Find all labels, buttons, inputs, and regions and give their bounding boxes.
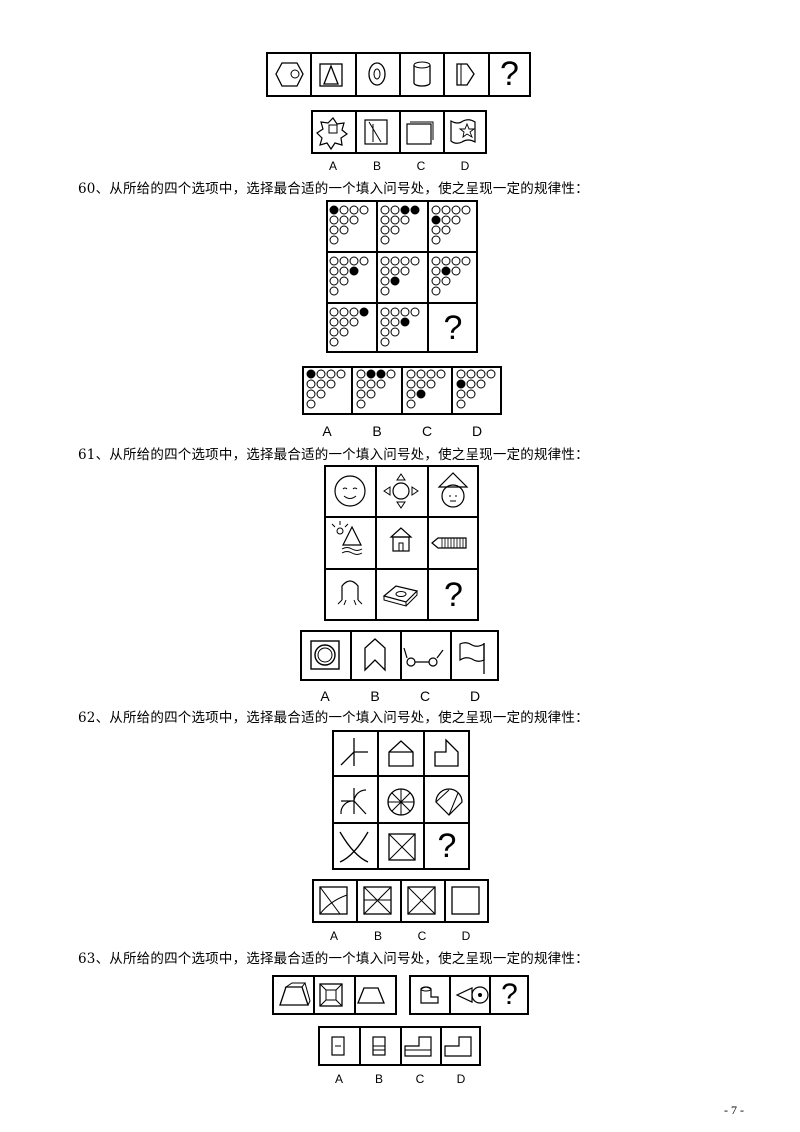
q60-dot-grid [329, 205, 471, 347]
page-number: - 7 - [724, 1103, 744, 1117]
q63-stem-shapes [279, 982, 489, 1007]
q61-option-shapes [310, 638, 485, 674]
q59-label-d: D [460, 159, 470, 173]
q59-label-b: B [372, 159, 381, 173]
q63-question-mark: ? [501, 978, 518, 1011]
q61-label-c: C [419, 688, 431, 704]
q63-label-b: B [374, 1072, 383, 1086]
q60-question-mark: ? [443, 308, 463, 347]
q63-label-a: A [334, 1072, 343, 1086]
q62-prompt: 62、从所给的四个选项中，选择最合适的一个填入问号处，使之呈现一定的规律性： [78, 710, 589, 726]
q59-question-mark: ? [500, 55, 519, 93]
q62-label-c: C [417, 929, 427, 943]
q59-label-c: C [416, 159, 426, 173]
q62-label-d: D [461, 929, 471, 943]
q60-option-dots [306, 369, 496, 409]
q63-label-c: C [415, 1072, 425, 1086]
q63-prompt: 63、从所给的四个选项中，选择最合适的一个填入问号处，使之呈现一定的规律性： [78, 951, 589, 967]
q59-option-shapes [316, 117, 476, 151]
q60-label-b: B [372, 423, 382, 439]
q60-prompt: 60、从所给的四个选项中，选择最合适的一个填入问号处，使之呈现一定的规律性： [78, 181, 589, 197]
q61-prompt: 61、从所给的四个选项中，选择最合适的一个填入问号处，使之呈现一定的规律性： [78, 447, 589, 463]
q61-grid-shapes [331, 472, 469, 607]
q61-question-mark: ? [444, 575, 463, 614]
q60-label-d: D [471, 423, 483, 439]
q62-grid-shapes [339, 738, 463, 863]
q60-label-a: A [322, 423, 332, 439]
q61-label-a: A [320, 688, 330, 704]
q63-label-d: D [456, 1072, 466, 1086]
q59-stem-shapes [275, 61, 475, 87]
q62-label-a: A [329, 929, 338, 943]
q62-label-b: B [373, 929, 382, 943]
q59-label-a: A [328, 159, 337, 173]
q61-label-b: B [370, 688, 380, 704]
q62-option-shapes [319, 886, 480, 915]
q60-label-c: C [421, 423, 433, 439]
q62-question-mark: ? [437, 827, 457, 865]
q63-option-shapes [331, 1036, 472, 1057]
q61-label-d: D [469, 688, 481, 704]
